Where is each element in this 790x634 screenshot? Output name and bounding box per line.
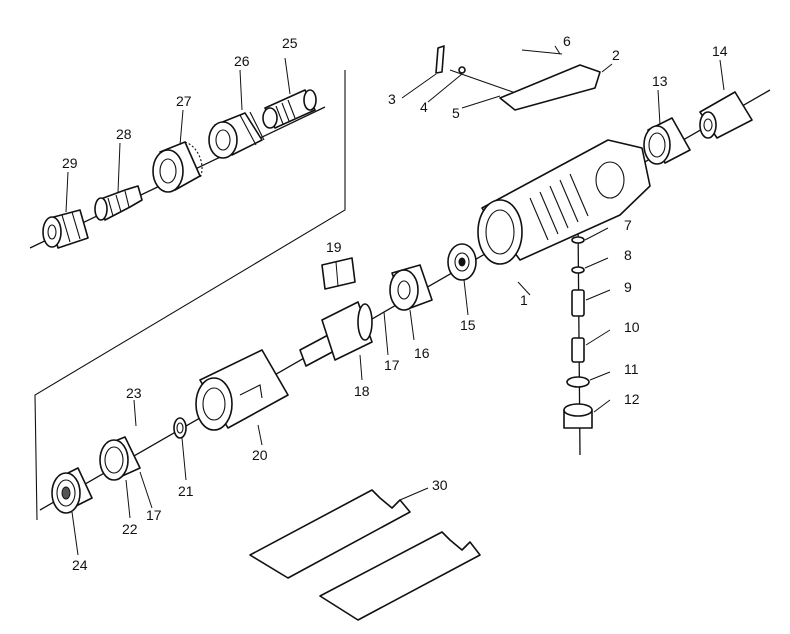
part-3-to-6-lever-assembly [435, 45, 601, 111]
part-13-muffler-ring [643, 117, 691, 165]
part-27-knurled-ring [152, 141, 203, 193]
part-25-spindle [262, 89, 317, 129]
callout-3: 3 [388, 91, 396, 107]
part-19-vane [321, 257, 356, 290]
callout-leader-lines [65, 45, 725, 556]
part-15-bearing [447, 243, 477, 281]
callout-23: 23 [126, 385, 142, 401]
callout-28: 28 [116, 126, 132, 142]
callout-9: 9 [624, 279, 632, 295]
callout-25: 25 [282, 35, 298, 51]
callout-10: 10 [624, 319, 640, 335]
callout-21: 21 [178, 483, 194, 499]
part-9-valve-stem [571, 289, 585, 317]
part-20-cylinder [195, 349, 289, 431]
part-16-rear-plate [389, 264, 433, 311]
callout-5: 5 [452, 105, 460, 121]
part-14-inlet [699, 91, 753, 139]
group-bracket-line [34, 70, 346, 521]
callout-29: 29 [62, 155, 78, 171]
part-11-gasket [566, 376, 590, 388]
part-8-washer [571, 266, 585, 274]
callout-30: 30 [432, 477, 448, 493]
callout-19: 19 [326, 239, 342, 255]
part-22-ring-gear [99, 436, 141, 481]
callout-24: 24 [72, 557, 88, 573]
callout-4: 4 [420, 99, 428, 115]
callout-18: 18 [354, 383, 370, 399]
part-7-oring [571, 236, 585, 244]
callout-22: 22 [122, 521, 138, 537]
callout-2: 2 [612, 47, 620, 63]
part-28-collet [94, 185, 143, 221]
callout-14: 14 [712, 43, 728, 59]
callout-13: 13 [652, 73, 668, 89]
part-29-collet-nut [42, 209, 89, 249]
callout-20: 20 [252, 447, 268, 463]
callout-8: 8 [624, 247, 632, 263]
callout-11: 11 [624, 361, 639, 377]
callout-17-upper: 17 [384, 357, 400, 373]
callout-7: 7 [624, 217, 632, 233]
callout-27: 27 [176, 93, 192, 109]
part-26-threaded-sleeve [208, 111, 265, 159]
part-30-wrench-set [249, 489, 481, 621]
callout-17-lower: 17 [146, 507, 162, 523]
callout-6: 6 [563, 33, 571, 49]
part-1-housing [477, 139, 651, 265]
callout-16: 16 [414, 345, 430, 361]
callout-labels: 1 2 3 4 5 6 7 8 9 10 11 12 13 14 15 16 1… [62, 33, 728, 573]
part-10-spring [571, 337, 585, 363]
part-12-valve-cap [563, 403, 593, 429]
part-21-washer [173, 417, 187, 439]
part-24-bearing [51, 467, 93, 514]
part-18-rotor [299, 301, 373, 367]
callout-12: 12 [624, 391, 640, 407]
callout-15: 15 [460, 317, 476, 333]
callout-26: 26 [234, 53, 250, 69]
callout-1: 1 [520, 292, 528, 308]
